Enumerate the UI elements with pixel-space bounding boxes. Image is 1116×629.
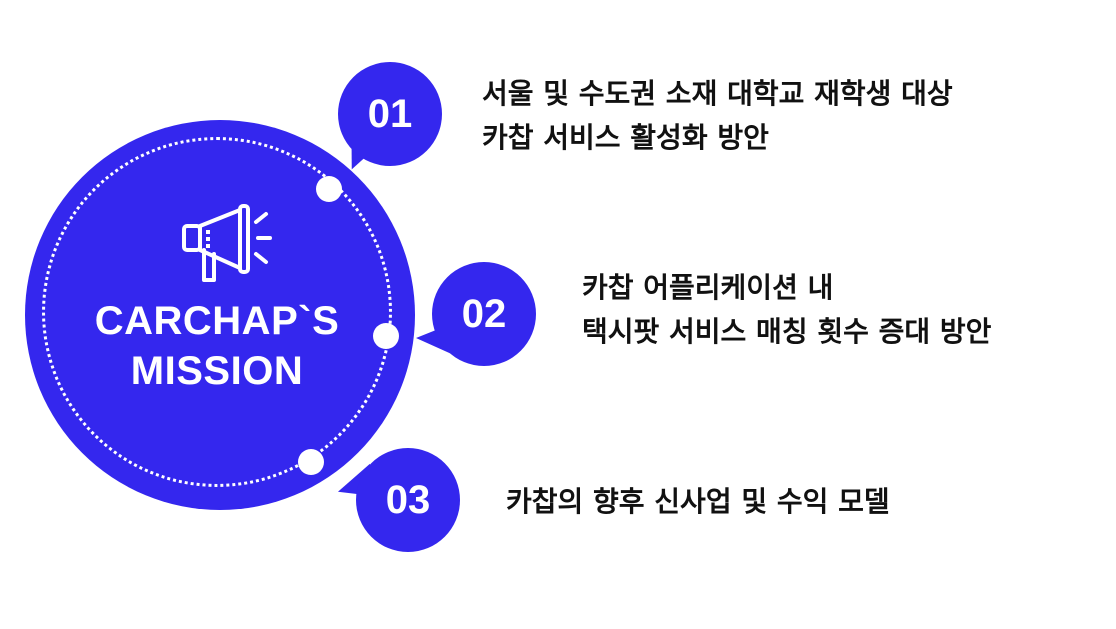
goal-01-line1: 서울 및 수도권 소재 대학교 재학생 대상 bbox=[482, 77, 953, 110]
goal-03-line1: 카찹의 향후 신사업 및 수익 모델 bbox=[506, 485, 890, 518]
goal-number-03: 03 bbox=[385, 477, 431, 522]
ring-node-dot-01 bbox=[316, 176, 342, 202]
dotted-ring bbox=[42, 137, 392, 487]
ring-node-dot-03 bbox=[298, 449, 324, 475]
goal-number-badge-02: 02 bbox=[432, 262, 536, 366]
goal-number-badge-03: 03 bbox=[356, 448, 460, 552]
mission-title-line1: CARCHAP`S bbox=[94, 299, 340, 343]
goal-text-03: 카찹의 향후 신사업 및 수익 모델 bbox=[506, 480, 890, 524]
ring-node-dot-02 bbox=[373, 323, 399, 349]
goal-text-02: 카찹 어플리케이션 내 택시팟 서비스 매칭 횟수 증대 방안 bbox=[582, 266, 991, 354]
mission-title: CARCHAP`S MISSION bbox=[42, 296, 392, 396]
goal-02-line1: 카찹 어플리케이션 내 bbox=[582, 271, 834, 304]
goal-number-02: 02 bbox=[461, 291, 507, 336]
goal-01-line2: 카찹 서비스 활성화 방안 bbox=[482, 121, 769, 154]
goal-02-line2: 택시팟 서비스 매칭 횟수 증대 방안 bbox=[582, 315, 992, 348]
goal-number-badge-01: 01 bbox=[338, 62, 442, 166]
goal-text-01: 서울 및 수도권 소재 대학교 재학생 대상 카찹 서비스 활성화 방안 bbox=[482, 72, 953, 160]
goal-number-01: 01 bbox=[367, 91, 413, 136]
megaphone-icon bbox=[182, 204, 272, 282]
mission-title-line2: MISSION bbox=[130, 349, 304, 393]
